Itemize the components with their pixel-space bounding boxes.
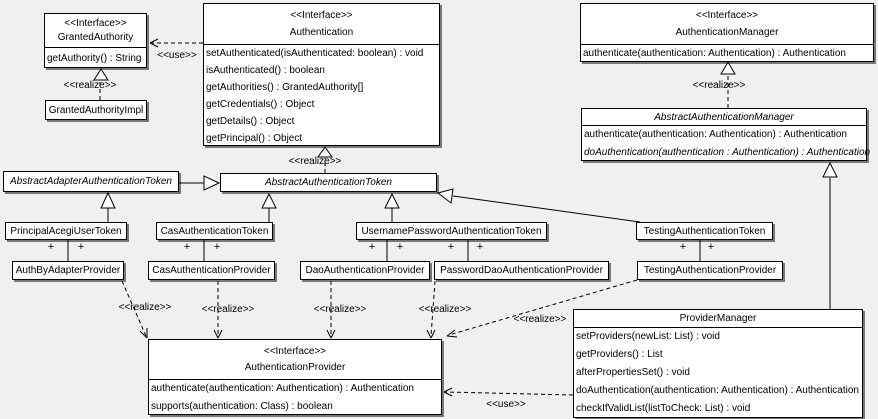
class-name: CasAuthenticationProvider: [152, 265, 271, 276]
class-name: UsernamePasswordAuthenticationToken: [361, 225, 542, 237]
method: authenticate(authentication: Authenticat…: [584, 129, 847, 140]
class-testing-authentication-provider[interactable]: TestingAuthenticationProvider: [637, 261, 783, 280]
class-authentication-provider[interactable]: <<Interface>> AuthenticationProvider aut…: [148, 339, 442, 415]
class-name: Authentication: [289, 27, 354, 38]
class-testing-authentication-token[interactable]: TestingAuthenticationToken: [636, 222, 773, 240]
class-granted-authority-impl[interactable]: GrantedAuthorityImpl: [45, 100, 147, 120]
multiplicity-plus: +: [183, 241, 191, 253]
multiplicity-plus: +: [707, 241, 715, 253]
label-use: <<use>>: [486, 399, 526, 410]
realize-granted-authority-impl: [93, 68, 109, 100]
class-abstract-authentication-manager[interactable]: AbstractAuthenticationManager authentica…: [581, 108, 871, 161]
stereotype: <<Interface>>: [263, 345, 327, 357]
method: getDetails() : Object: [206, 116, 295, 127]
generalization-provider-manager: [822, 161, 838, 309]
method: setProviders(newList: List) : void: [576, 331, 720, 342]
use-authentication-grantedauthority: [149, 38, 203, 48]
class-authentication-manager[interactable]: <<Interface>> AuthenticationManager auth…: [580, 3, 874, 62]
class-username-password-authentication-token[interactable]: UsernamePasswordAuthenticationToken: [356, 222, 547, 240]
class-name: PasswordDaoAuthenticationProvider: [440, 265, 603, 276]
method: authenticate(authentication: Authenticat…: [151, 383, 414, 394]
method: afterPropertiesSet() : void: [576, 367, 690, 378]
label-realize: <<realize>>: [288, 156, 342, 167]
class-provider-manager[interactable]: ProviderManager setProviders(newList: Li…: [573, 309, 863, 418]
multiplicity-plus: +: [396, 241, 404, 253]
method: getAuthority() : String: [47, 53, 142, 64]
class-name: AbstractAdapterAuthenticationToken: [10, 176, 172, 187]
generalization-adapter-to-abstract-token: [179, 175, 221, 191]
class-abstract-adapter-authentication-token[interactable]: AbstractAdapterAuthenticationToken: [3, 171, 179, 192]
class-name: DaoAuthenticationProvider: [305, 265, 425, 276]
realize-abstract-manager: [720, 61, 736, 108]
multiplicity-plus: +: [47, 241, 55, 253]
method: checkIfValidList(listToCheck: List) : vo…: [576, 403, 751, 414]
class-dao-authentication-provider[interactable]: DaoAuthenticationProvider: [300, 261, 430, 280]
label-realize: <<realize>>: [201, 304, 255, 315]
label-realize: <<realize>>: [692, 80, 746, 91]
method: authenticate(authentication: Authenticat…: [583, 48, 846, 59]
method: getPrincipal() : Object: [206, 133, 303, 144]
class-name: TestingAuthenticationToken: [643, 225, 766, 237]
class-name: AuthByAdapterProvider: [15, 265, 121, 276]
use-providermanager-authenticationprovider: [443, 387, 574, 397]
stereotype: <<Interface>>: [64, 17, 127, 29]
class-name: PrincipalAcegiUserToken: [10, 225, 122, 237]
multiplicity-plus: +: [679, 241, 687, 253]
class-name: GrantedAuthority: [57, 32, 134, 44]
label-realize: <<realize>>: [63, 80, 117, 91]
class-name: AuthenticationManager: [675, 27, 779, 38]
multiplicity-plus: +: [77, 241, 85, 253]
multiplicity-plus: +: [213, 241, 221, 253]
multiplicity-plus: +: [368, 241, 376, 253]
generalization-principal-to-adapter: [100, 191, 116, 222]
class-cas-authentication-token[interactable]: CasAuthenticationToken: [156, 222, 273, 240]
class-name: ProviderManager: [679, 313, 757, 324]
class-granted-authority[interactable]: <<Interface>> GrantedAuthority getAuthor…: [44, 13, 147, 68]
class-name: AbstractAuthenticationManager: [654, 111, 794, 123]
class-name: TestingAuthenticationProvider: [643, 265, 777, 276]
generalization-cas-token: [261, 192, 277, 222]
realize-authbyadapter-provider: [121, 280, 148, 339]
generalization-userpass-token: [384, 192, 400, 222]
class-auth-by-adapter-provider[interactable]: AuthByAdapterProvider: [12, 261, 124, 280]
class-name: CasAuthenticationToken: [160, 225, 269, 237]
class-authentication[interactable]: <<Interface>> Authentication setAuthenti…: [203, 3, 440, 146]
method-abstract: doAuthentication(authentication : Authen…: [584, 147, 871, 158]
class-cas-authentication-provider[interactable]: CasAuthenticationProvider: [148, 261, 275, 280]
class-password-dao-authentication-provider[interactable]: PasswordDaoAuthenticationProvider: [434, 261, 609, 280]
stereotype: <<Interface>>: [695, 10, 759, 21]
label-realize: <<realize>>: [118, 302, 172, 313]
method: getCredentials() : Object: [206, 99, 315, 110]
class-abstract-authentication-token[interactable]: AbstractAuthenticationToken: [220, 173, 437, 192]
multiplicity-plus: +: [447, 241, 455, 253]
realize-passworddao-provider: [426, 280, 436, 339]
method: setAuthenticated(isAuthenticated: boolea…: [206, 48, 424, 59]
method: getProviders() : List: [576, 349, 663, 360]
class-name: AbstractAuthenticationToken: [265, 177, 392, 188]
class-name: AuthenticationProvider: [244, 362, 346, 374]
method: getAuthorities() : GrantedAuthority[]: [206, 82, 364, 93]
class-principal-acegi-user-token[interactable]: PrincipalAcegiUserToken: [5, 222, 127, 240]
multiplicity-plus: +: [476, 241, 484, 253]
label-realize: <<realize>>: [418, 304, 472, 315]
label-use: <<use>>: [157, 50, 197, 61]
class-name: GrantedAuthorityImpl: [48, 104, 144, 116]
realize-dao-provider: [326, 281, 336, 339]
realize-abstract-token: [317, 146, 333, 173]
label-realize: <<realize>>: [513, 314, 567, 325]
stereotype: <<Interface>>: [290, 10, 353, 21]
label-realize: <<realize>>: [313, 304, 367, 315]
method: supports(authentication: Class) : boolea…: [151, 401, 333, 412]
generalization-testing-token: [436, 188, 641, 223]
method: doAuthentication(authentication: Authent…: [576, 385, 859, 396]
method: isAuthenticated() : boolean: [206, 65, 325, 76]
realize-testing-provider: [446, 279, 638, 338]
realize-cas-provider: [213, 281, 223, 339]
